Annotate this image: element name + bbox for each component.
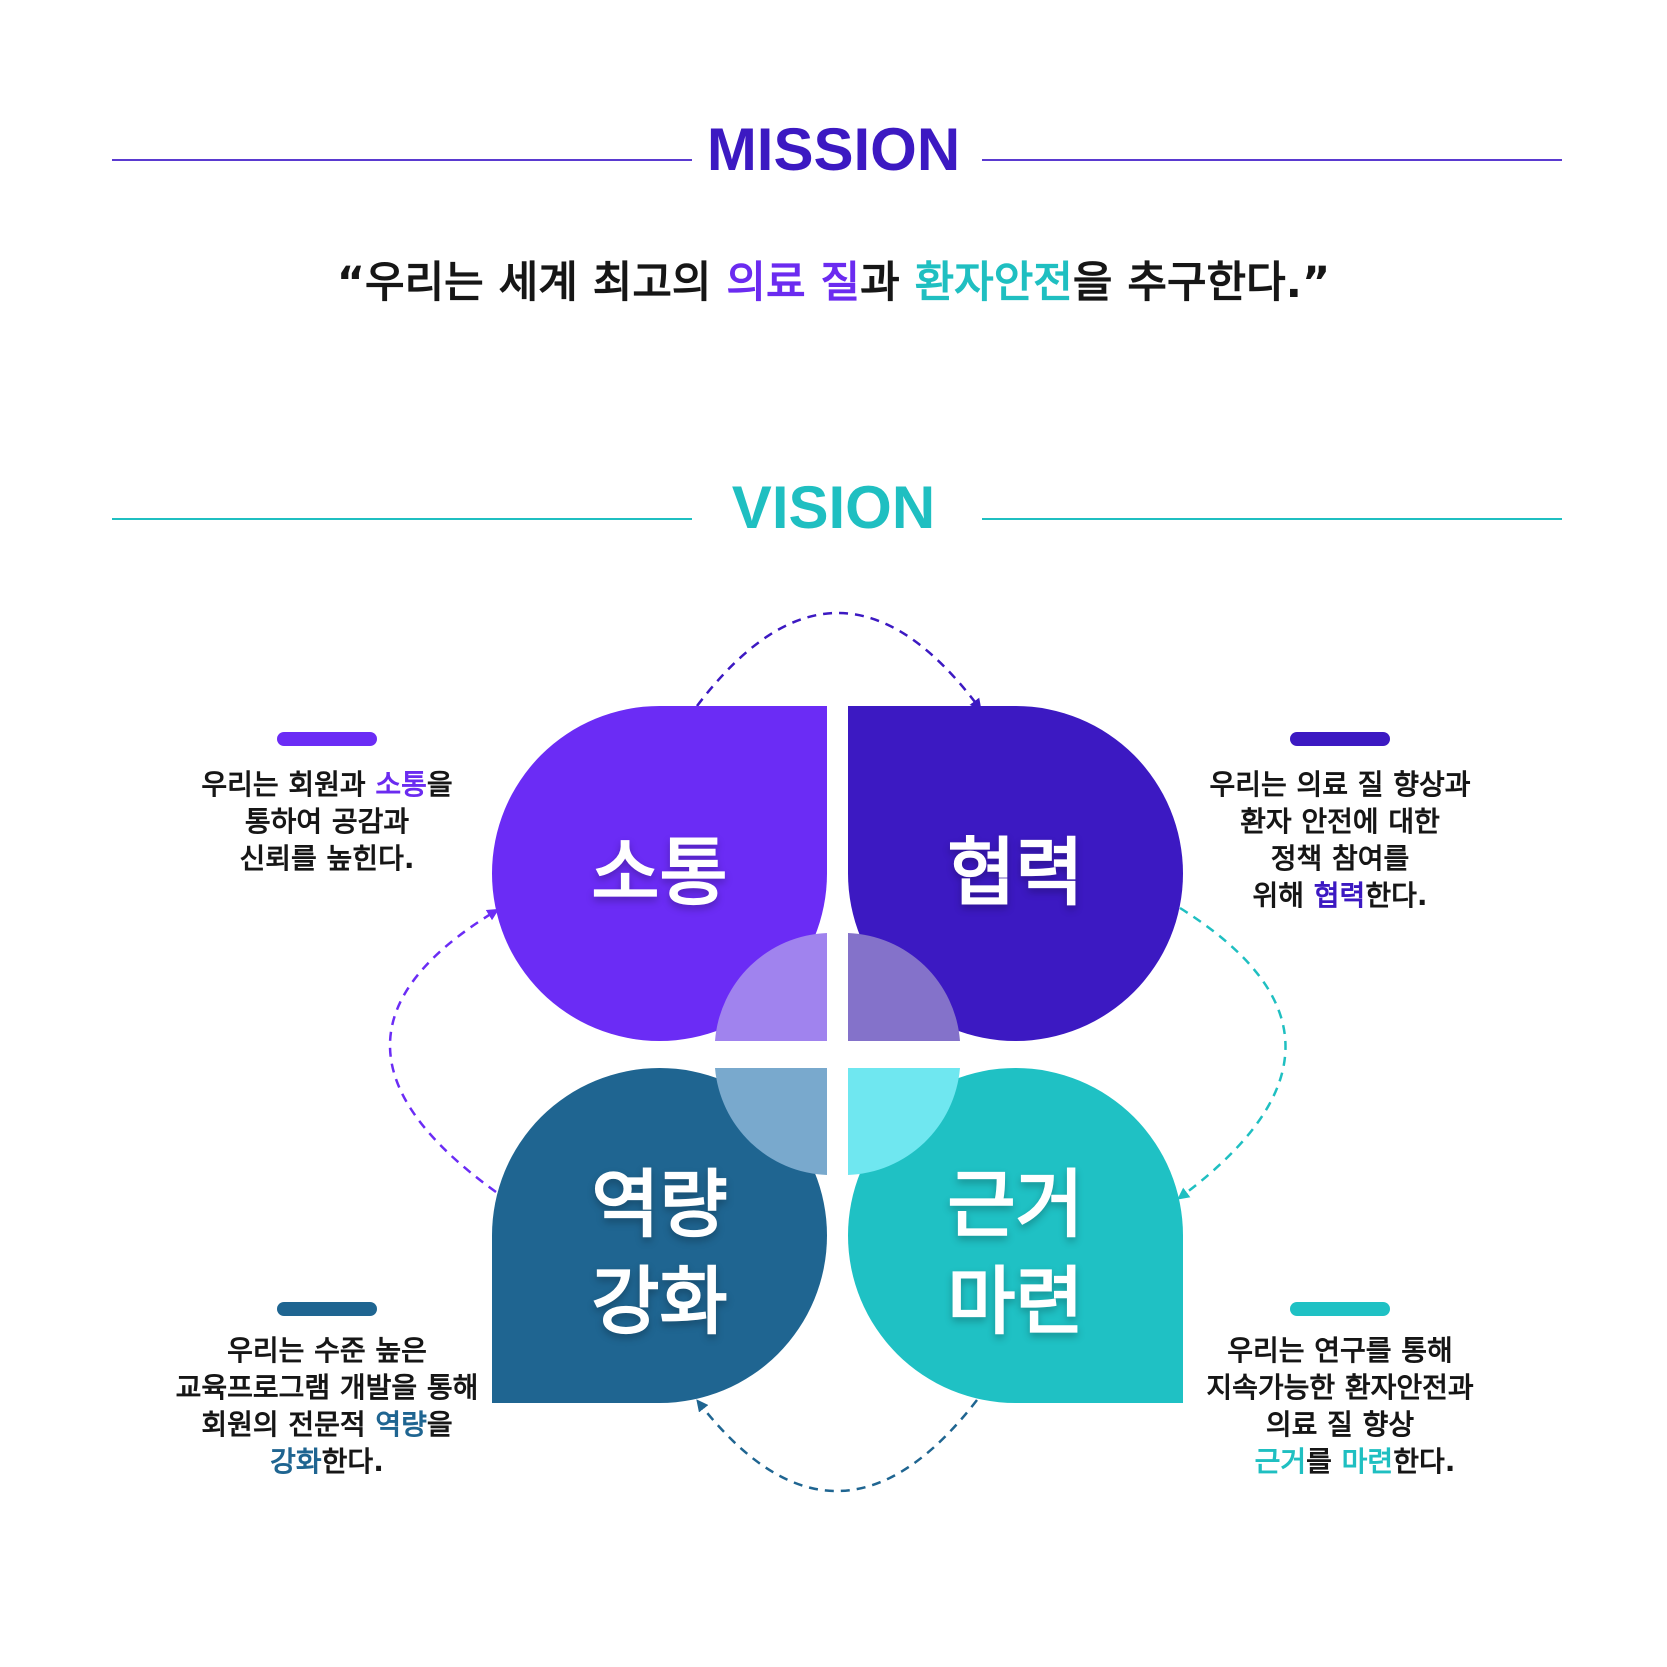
mission-highlight-quality: 의료 질 (726, 258, 861, 308)
pill-evidence (1290, 1302, 1390, 1316)
desc-evidence-line3: 의료 질 향상 (1265, 1408, 1415, 1441)
center-quarter-tr (848, 933, 960, 1041)
petal-cooperation-label: 협력 (947, 830, 1084, 917)
desc-communication-highlight: 소통 (375, 768, 427, 801)
mission-line-left (112, 159, 692, 161)
mission-title: MISSION (706, 116, 961, 183)
desc-cooperation: 우리는 의료 질 향상과 환자 안전에 대한 정책 참여를 위해 협력한다. (1150, 766, 1530, 914)
text: 을 (426, 768, 453, 801)
petal-evidence-line2: 마련 (947, 1258, 1084, 1345)
desc-capacity-highlight2: 강화 (270, 1445, 322, 1478)
desc-evidence-line1: 우리는 연구를 통해 (1227, 1334, 1453, 1367)
desc-cooperation-highlight: 협력 (1313, 879, 1366, 912)
mission-line-right (982, 159, 1562, 161)
text: 회원의 전문적 (201, 1408, 376, 1441)
desc-capacity-line4: 강화한다. (137, 1443, 517, 1480)
desc-capacity-line2: 교육프로그램 개발을 통해 (175, 1371, 479, 1404)
desc-communication-line3: 신뢰를 높힌다. (239, 842, 415, 875)
desc-capacity-line1: 우리는 수준 높은 (227, 1334, 427, 1367)
petal-communication-label: 소통 (591, 830, 728, 917)
vision-line-left (112, 518, 692, 520)
mission-statement: “우리는 세계 최고의 의료 질과 환자안전을 추구한다.” (0, 258, 1667, 310)
desc-capacity-line3: 회원의 전문적 역량을 (137, 1406, 517, 1443)
desc-evidence-line2: 지속가능한 환자안전과 (1206, 1371, 1474, 1404)
mission-highlight-safety: 환자안전 (914, 258, 1073, 308)
petal-capacity-label: 역량 강화 (591, 1157, 727, 1349)
desc-cooperation-line1: 우리는 의료 질 향상과 (1209, 768, 1471, 801)
mission-quote-mid: 과 (860, 258, 915, 308)
mission-quote-open: “우리는 세계 최고의 (336, 258, 727, 308)
vision-line-right (982, 518, 1562, 520)
desc-communication: 우리는 회원과 소통을 통하여 공감과 신뢰를 높힌다. (137, 766, 517, 877)
text: 우리는 회원과 (201, 768, 376, 801)
text: 를 (1306, 1445, 1342, 1478)
desc-evidence-highlight2: 마련 (1341, 1445, 1394, 1478)
desc-evidence-highlight1: 근거 (1254, 1445, 1307, 1478)
desc-capacity: 우리는 수준 높은 교육프로그램 개발을 통해 회원의 전문적 역량을 강화한다… (137, 1332, 517, 1480)
petal-capacity-line1: 역량 (591, 1162, 728, 1249)
arc-right (1177, 906, 1287, 1200)
desc-communication-line2: 통하여 공감과 (244, 805, 410, 838)
center-quarter-br (848, 1068, 960, 1175)
text: 한다. (1365, 879, 1428, 912)
text: 위해 (1252, 879, 1314, 912)
text: 한다. (321, 1445, 384, 1478)
center-quarter-bl (715, 1068, 827, 1175)
desc-evidence: 우리는 연구를 통해 지속가능한 환자안전과 의료 질 향상 근거를 마련한다. (1150, 1332, 1530, 1480)
desc-communication-line1: 우리는 회원과 소통을 (137, 766, 517, 803)
desc-cooperation-line3: 정책 참여를 (1270, 842, 1410, 875)
petal-evidence-label: 근거 마련 (947, 1157, 1083, 1349)
pill-cooperation (1290, 732, 1390, 746)
arc-bottom (696, 1399, 978, 1493)
pill-capacity (277, 1302, 377, 1316)
center-quarter-tl (715, 933, 827, 1041)
vision-title: VISION (731, 474, 936, 541)
desc-cooperation-line2: 환자 안전에 대한 (1240, 805, 1440, 838)
desc-cooperation-line4: 위해 협력한다. (1150, 877, 1530, 914)
arc-top (696, 611, 982, 711)
mission-quote-close: 을 추구한다.” (1072, 258, 1331, 308)
desc-capacity-highlight1: 역량 (375, 1408, 427, 1441)
desc-evidence-line4: 근거를 마련한다. (1150, 1443, 1530, 1480)
pill-communication (277, 732, 377, 746)
petal-capacity-line2: 강화 (591, 1258, 728, 1345)
text: 한다. (1393, 1445, 1456, 1478)
text: 을 (426, 1408, 453, 1441)
petal-evidence-line1: 근거 (947, 1162, 1084, 1249)
